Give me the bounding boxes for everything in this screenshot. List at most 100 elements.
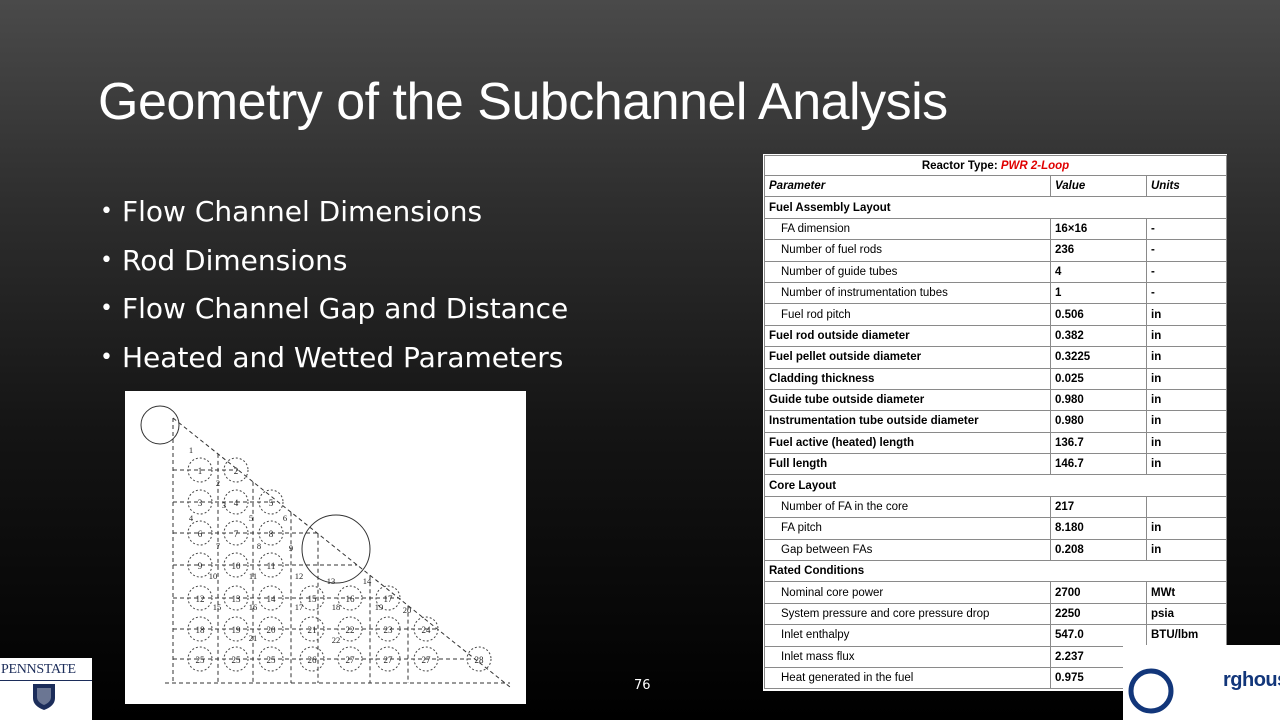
channel-number-label: 15	[213, 602, 222, 612]
reactor-parameter-table-panel: Reactor Type: PWR 2-Loop Parameter Value…	[763, 154, 1228, 691]
shield-icon	[33, 684, 55, 710]
parameter-cell: Cladding thickness	[764, 367, 1051, 390]
channel-number-label: 20	[403, 605, 412, 615]
table-column-header-row: Parameter Value Units	[764, 174, 1228, 198]
rod-number-label: 14	[267, 594, 277, 604]
value-cell: 0.975	[1050, 666, 1147, 690]
fuel-rod-circle	[223, 585, 249, 611]
parameter-cell: Number of guide tubes	[764, 260, 1051, 283]
value-cell: 236	[1050, 239, 1147, 262]
value-cell: 0.3225	[1050, 346, 1147, 369]
table-title-cell: Reactor Type: PWR 2-Loop	[763, 155, 1228, 176]
value-cell: 1	[1050, 281, 1147, 305]
unit-cell: MWt	[1145, 581, 1228, 604]
channel-number-label: 19	[375, 602, 384, 612]
hypotenuse-line	[172, 417, 511, 688]
unit-cell: in	[1145, 367, 1228, 390]
fuel-rod-circle	[466, 646, 492, 672]
channel-number-label: 3	[222, 500, 226, 510]
fuel-rod-circle	[223, 457, 249, 483]
rod-number-label: 17	[384, 594, 394, 604]
parameter-cell: Fuel rod pitch	[764, 303, 1051, 326]
parameter-cell: Number of FA in the core	[764, 495, 1051, 519]
channel-number-label: 6	[283, 513, 287, 523]
rod-number-label: 23	[384, 625, 394, 635]
reactor-parameter-table: Reactor Type: PWR 2-Loop Parameter Value…	[763, 155, 1228, 690]
rod-number-label: 4	[234, 498, 239, 508]
fuel-rod-circle	[223, 616, 249, 642]
unit-cell: psia	[1145, 602, 1228, 626]
parameter-cell: Inlet enthalpy	[764, 624, 1051, 647]
fuel-rod-circle	[187, 457, 213, 483]
fuel-rod-circle	[375, 646, 401, 672]
parameter-cell: Number of fuel rods	[764, 239, 1051, 262]
value-cell: 547.0	[1050, 624, 1147, 647]
channel-number-label: 1	[189, 445, 193, 455]
large-rod-circle	[140, 405, 180, 445]
slide-title: Geometry of the Subchannel Analysis	[98, 73, 948, 131]
value-cell: 16×16	[1050, 217, 1147, 241]
rod-number-label: 5	[269, 498, 274, 508]
fuel-rod-circle	[258, 646, 284, 672]
unit-cell: in	[1145, 517, 1228, 540]
rod-number-label: 15	[308, 594, 318, 604]
rod-number-label: 10	[232, 561, 242, 571]
unit-cell: in	[1145, 538, 1228, 562]
parameter-cell: Fuel active (heated) length	[764, 431, 1051, 455]
parameter-cell: Fuel pellet outside diameter	[764, 346, 1051, 369]
value-cell: 4	[1050, 260, 1147, 283]
channel-number-label: 16	[249, 602, 258, 612]
parameter-cell: Instrumentation tube outside diameter	[764, 410, 1051, 433]
rod-number-label: 8	[269, 529, 274, 539]
parameter-cell: Nominal core power	[764, 581, 1051, 604]
channel-number-label: 5	[249, 513, 253, 523]
large-rod-circle	[301, 514, 371, 584]
fuel-rod-circle	[223, 552, 249, 578]
bullet-item: Rod Dimensions	[100, 241, 568, 290]
fuel-rod-circle	[223, 646, 249, 672]
fuel-rod-circle	[258, 616, 284, 642]
rod-number-label: 25	[267, 655, 277, 665]
rod-number-label: 27	[384, 655, 394, 665]
fuel-rod-circle	[413, 616, 439, 642]
fuel-rod-circle	[299, 585, 325, 611]
fuel-rod-circle	[258, 489, 284, 515]
westinghouse-logo: rghouse	[1123, 645, 1280, 720]
rod-number-label: 18	[196, 625, 206, 635]
channel-number-label: 22	[332, 635, 341, 645]
rod-number-label: 25	[196, 655, 206, 665]
unit-cell: BTU/lbm	[1145, 624, 1228, 647]
fuel-rod-circle	[187, 585, 213, 611]
rod-number-label: 3	[198, 498, 203, 508]
value-cell: 2250	[1050, 602, 1147, 626]
parameter-cell: Gap between FAs	[764, 538, 1051, 562]
penn-state-logo-text: PENNSTATE	[1, 662, 76, 677]
rod-number-label: 20	[267, 625, 277, 635]
section-heading: Core Layout	[763, 474, 1228, 497]
channel-number-label: 18	[332, 602, 341, 612]
parameter-cell: System pressure and core pressure drop	[764, 602, 1051, 626]
reactor-table-body: Reactor Type: PWR 2-Loop Parameter Value…	[763, 155, 1228, 690]
value-cell: 0.980	[1050, 388, 1147, 412]
column-header: Parameter	[764, 174, 1051, 198]
unit-cell: in	[1145, 303, 1228, 326]
channel-number-label: 2	[216, 478, 220, 488]
rod-number-label: 12	[196, 594, 205, 604]
fuel-rod-circle	[299, 616, 325, 642]
value-cell: 0.506	[1050, 303, 1147, 326]
